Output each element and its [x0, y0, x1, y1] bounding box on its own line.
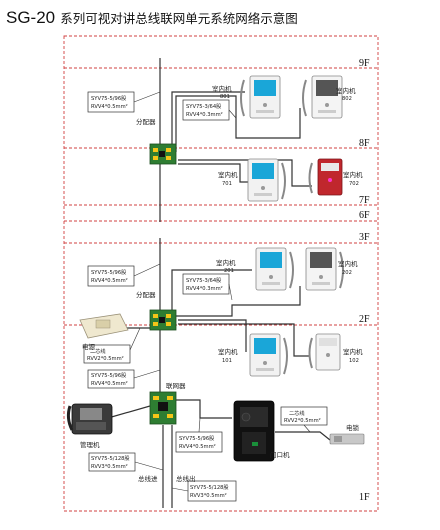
indoor-label-702: 室内机 — [343, 170, 363, 179]
wire-701 — [178, 163, 255, 183]
indoor-label-802: 室内机 — [336, 86, 356, 95]
floor-label-6f: 6F — [359, 210, 370, 221]
cable-lock-line2: RVV2*0.5mm² — [284, 418, 321, 424]
wiring — [107, 58, 331, 508]
door-unit-label: 门口机 — [270, 450, 290, 459]
cable-trunk-line2: RVV3*0.5mm² — [190, 493, 227, 499]
wire-702 — [178, 159, 312, 187]
indoor-label-202: 室内机 — [338, 259, 358, 268]
cable-upper-drop-line1: SYV75-3/64股 — [186, 103, 221, 110]
floor-label-2f: 2F — [359, 314, 370, 325]
floor-label-8f: 8F — [359, 138, 370, 149]
wire-lock — [275, 431, 331, 441]
distributor-upper — [149, 143, 177, 165]
wire-door — [176, 399, 232, 419]
indoor-unit-801 — [240, 75, 281, 119]
building-frame — [63, 35, 379, 512]
leader-upper-drop — [228, 109, 237, 119]
cable-power-line2: RVV2*0.5mm² — [87, 356, 124, 362]
cable-door-line2: RVV4*0.5mm² — [179, 444, 216, 450]
cable-lock-line1: 二芯线 — [289, 409, 305, 417]
cable-leaders — [129, 91, 311, 492]
cable-door-line1: SYV75-5/96股 — [179, 435, 214, 442]
management-unit — [66, 403, 113, 435]
wire-101 — [178, 319, 247, 352]
indoor-label-101: 室内机 — [218, 347, 238, 356]
cable-box-power — [83, 344, 131, 364]
electric-lock — [329, 433, 365, 445]
indoor-unit-101 — [249, 333, 288, 377]
cable-upper-riser-line1: SYV75-5/96股 — [91, 95, 126, 102]
cable-management-line2: RVV3*0.5mm² — [91, 464, 128, 470]
floor-label-1f: 1F — [359, 492, 370, 503]
indoor-unit-202 — [305, 247, 344, 291]
room-701: 701 — [222, 181, 232, 187]
cable-lower-drop-line2: RVV4*0.3mm² — [186, 286, 223, 292]
leader-upper-riser — [133, 91, 161, 103]
cable-door-upper-line1: SYV75-5/96股 — [91, 372, 126, 379]
title-text: 系列可视对讲总线联网单元系统网络示意图 — [60, 11, 298, 26]
cable-power-line1: 二芯线 — [90, 347, 106, 355]
indoor-unit-802 — [302, 75, 343, 119]
door-unit — [233, 400, 275, 462]
indoor-unit-102 — [308, 333, 341, 371]
cable-trunk-line1: SYV75-5/128股 — [190, 484, 229, 491]
indoor-label-801: 室内机 — [212, 84, 232, 93]
leader-lock — [303, 424, 311, 433]
room-101: 101 — [222, 358, 232, 364]
wire-201 — [171, 269, 252, 314]
wire-801 — [171, 91, 245, 152]
cable-box-door-upper — [87, 369, 135, 389]
indoor-unit-702 — [308, 158, 343, 196]
leader-lower-riser — [133, 263, 161, 277]
power-supply — [79, 313, 129, 339]
distributor-lower-label: 分配器 — [136, 290, 156, 299]
wire-802 — [175, 95, 301, 152]
distributor-upper-label: 分配器 — [136, 117, 156, 126]
cable-upper-drop-line2: RVV4*0.3mm² — [186, 112, 223, 118]
cable-lower-riser-line1: SYV75-5/96股 — [91, 269, 126, 276]
leader-door-upper — [133, 369, 161, 379]
indoor-label-201: 室内机 — [216, 258, 236, 267]
indoor-label-701: 室内机 — [218, 170, 238, 179]
floor-label-7f: 7F — [359, 195, 370, 206]
management-label: 管理机 — [80, 440, 100, 449]
network-module — [149, 391, 177, 425]
wire-102 — [178, 323, 310, 357]
room-702: 702 — [349, 181, 359, 187]
indoor-unit-201 — [255, 247, 294, 291]
diagram-title: SG-20 系列可视对讲总线联网单元系统网络示意图 — [6, 8, 436, 30]
room-801: 801 — [220, 94, 230, 100]
cable-lower-drop-line1: SYV75-3/64股 — [186, 277, 221, 284]
bus-out-label: 总线出 — [176, 474, 196, 483]
floor-label-3f: 3F — [359, 232, 370, 243]
room-802: 802 — [342, 96, 352, 102]
power-label: 电源 — [82, 342, 96, 351]
leader-lower-drop — [228, 283, 233, 301]
room-102: 102 — [349, 358, 359, 364]
distributor-lower — [149, 309, 177, 331]
room-201: 201 — [224, 268, 234, 274]
network-module-label: 联网器 — [166, 381, 186, 390]
indoor-label-102: 室内机 — [343, 347, 363, 356]
leader-management — [134, 461, 164, 471]
cable-door-upper-line2: RVV4*0.5mm² — [91, 381, 128, 387]
bus-in-label: 总线进 — [138, 474, 158, 483]
leader-power — [129, 327, 141, 351]
indoor-unit-701 — [247, 158, 286, 202]
title-model: SG-20 — [6, 8, 56, 27]
leader-door — [198, 417, 201, 433]
wire-management — [107, 405, 151, 419]
lock-label: 电锁 — [346, 423, 360, 432]
room-202: 202 — [342, 270, 352, 276]
cable-upper-riser-line2: RVV4*0.5mm² — [91, 104, 128, 110]
cable-management-line1: SYV75-5/128股 — [91, 455, 130, 462]
cable-lower-riser-line2: RVV4*0.5mm² — [91, 278, 128, 284]
leader-trunk — [171, 487, 189, 492]
floor-label-9f: 9F — [359, 58, 370, 69]
wire-202 — [176, 286, 301, 317]
